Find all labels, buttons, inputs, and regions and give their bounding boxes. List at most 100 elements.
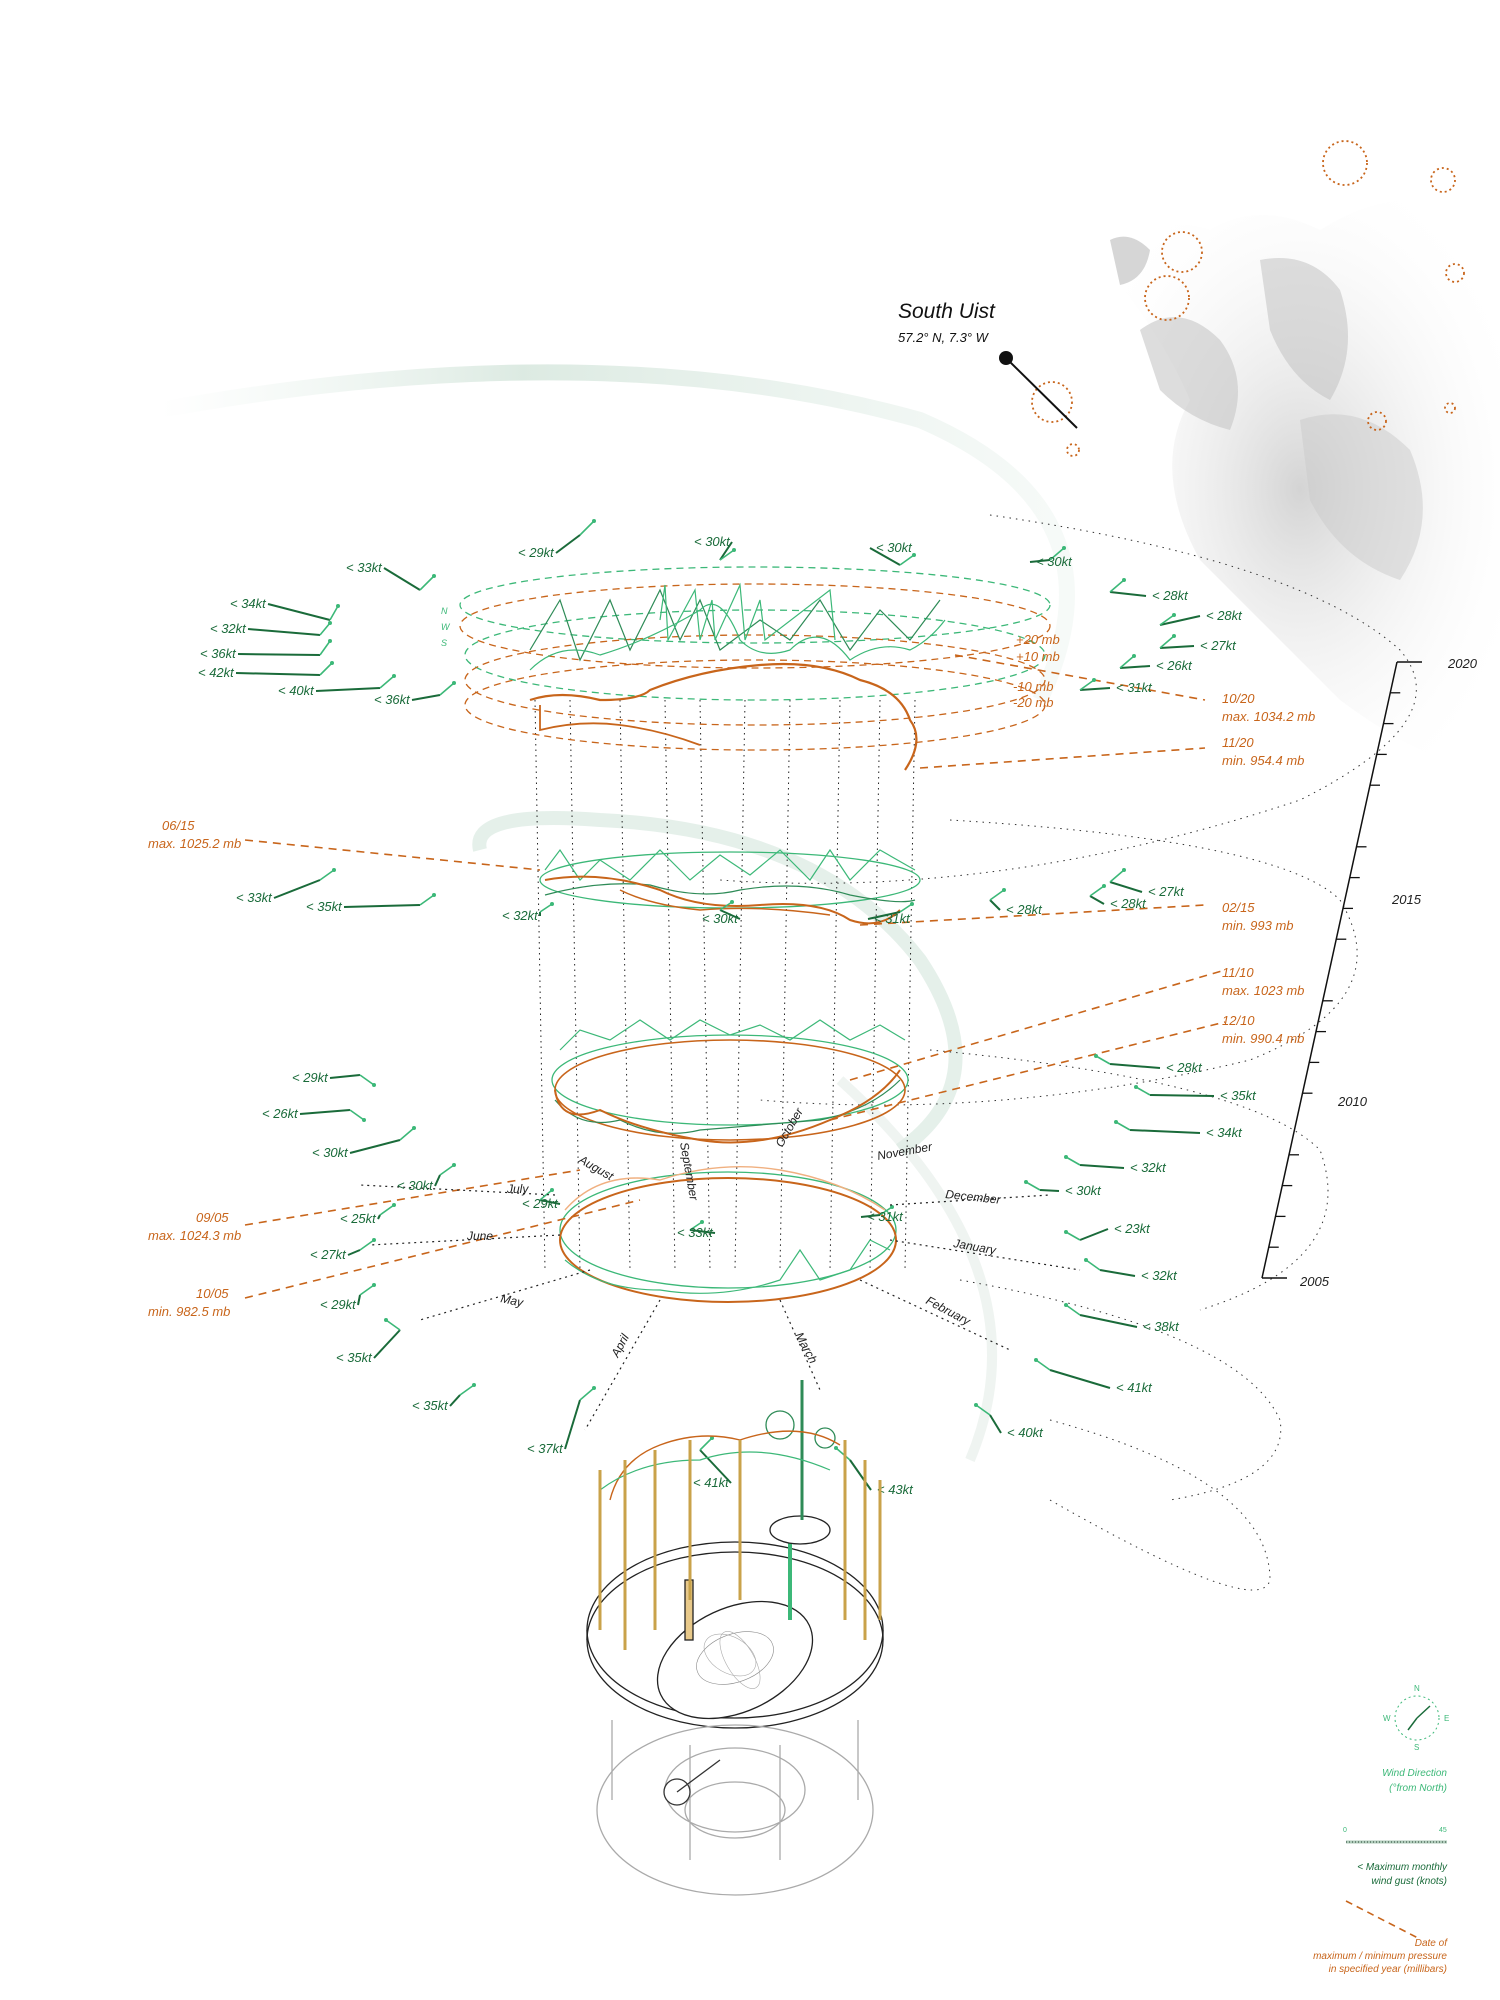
- wind-arrow-head: [1034, 1358, 1038, 1362]
- ring-2015: [539, 848, 921, 925]
- month-label-december: December: [945, 1187, 1003, 1207]
- gust-label: < 27kt: [1148, 884, 1185, 899]
- gust-bar: [989, 1414, 1002, 1434]
- location-coords: 57.2° N, 7.3° W: [898, 330, 990, 345]
- gust-label: < 30kt: [702, 911, 739, 926]
- legend-compass-icon: [1394, 1695, 1440, 1741]
- gust-bar: [1049, 1369, 1111, 1389]
- wind-arrow-head: [432, 893, 436, 897]
- gust-bar: [867, 911, 901, 920]
- pressure-value-6: min. 990.4 mb: [1222, 1031, 1304, 1046]
- wind-arrow-head: [1134, 1085, 1138, 1089]
- gust-label: < 41kt: [693, 1475, 730, 1490]
- gust-label: < 29kt: [522, 1196, 559, 1211]
- gust-label: < 28kt: [1152, 588, 1189, 603]
- gust-label: < 25kt: [340, 1211, 377, 1226]
- month-label-october: October: [772, 1105, 806, 1150]
- gust-bar: [267, 603, 331, 621]
- gust-label: < 27kt: [310, 1247, 347, 1262]
- gust-bar: [434, 1174, 441, 1187]
- wind-direction-arrow: [1119, 655, 1135, 669]
- pressure-date-8: 10/05: [196, 1286, 229, 1301]
- gust-label: < 38kt: [1143, 1319, 1180, 1334]
- gust-bar: [1079, 1314, 1138, 1328]
- wind-direction-arrow: [879, 1206, 893, 1216]
- wind-arrow-head: [452, 1163, 456, 1167]
- gust-bar: [235, 672, 321, 676]
- gust-bar: [1039, 1189, 1060, 1192]
- wind-arrow-head: [1172, 634, 1176, 638]
- wind-direction-arrow: [385, 1319, 401, 1331]
- gust-bar: [1089, 895, 1105, 905]
- wind-arrow-head: [912, 553, 916, 557]
- gust-bar: [1109, 1063, 1161, 1069]
- wind-direction-arrow: [1079, 679, 1095, 691]
- gust-bar: [1079, 1164, 1125, 1169]
- wind-arrow-head: [592, 519, 596, 523]
- pressure-date-7: 09/05: [196, 1210, 229, 1225]
- connector-line: [534, 699, 546, 1271]
- gust-bar: [237, 653, 321, 656]
- legend-compass-n: N: [1414, 1684, 1420, 1693]
- gust-label: < 23kt: [1114, 1221, 1151, 1236]
- pressure-date-3: 06/15: [162, 818, 195, 833]
- gust-label: < 34kt: [1206, 1125, 1243, 1140]
- storm-markers: [1031, 140, 1465, 457]
- year-label-2005: 2005: [1299, 1274, 1330, 1289]
- gust-label: < 28kt: [1166, 1060, 1203, 1075]
- gust-label: < 26kt: [262, 1106, 299, 1121]
- gust-bar: [699, 1449, 732, 1484]
- wind-arrow-head: [592, 1386, 596, 1390]
- ring-2010: [551, 1019, 909, 1144]
- gust-label: < 42kt: [198, 665, 235, 680]
- gust-bar: [383, 567, 421, 591]
- wind-direction-arrow: [1025, 1181, 1041, 1191]
- gust-bar: [1109, 591, 1147, 597]
- gust-label: < 35kt: [336, 1350, 373, 1365]
- pressure-value-4: min. 993 mb: [1222, 918, 1294, 933]
- pressure-value-5: max. 1023 mb: [1222, 983, 1304, 998]
- wind-direction-arrow: [1159, 635, 1175, 649]
- year-axis: [1261, 661, 1422, 1279]
- pressure-date-5: 11/10: [1222, 965, 1254, 980]
- gust-label: < 27kt: [1200, 638, 1237, 653]
- wind-arrow-head: [1062, 546, 1066, 550]
- legend-pressure-sub2: in specified year (millibars): [1329, 1964, 1447, 1975]
- connector-line: [904, 699, 916, 1271]
- pressure-ring-label: -20 mb: [1013, 695, 1053, 710]
- wind-arrow-head: [432, 574, 436, 578]
- pressure-value-2: min. 954.4 mb: [1222, 753, 1304, 768]
- wind-spiral: [158, 364, 1075, 1462]
- gust-bar: [329, 1074, 361, 1079]
- wind-arrow-head: [1024, 1180, 1028, 1184]
- month-label-august: August: [576, 1152, 617, 1184]
- wind-direction-arrow: [719, 901, 733, 911]
- gust-label: < 29kt: [320, 1297, 357, 1312]
- gust-label: < 33kt: [236, 890, 273, 905]
- gust-bar: [411, 694, 441, 701]
- month-label-february: February: [924, 1293, 974, 1328]
- wind-direction-arrow: [579, 1387, 595, 1401]
- ring-compass-n: N: [441, 606, 448, 616]
- pressure-date-2: 11/20: [1222, 735, 1254, 750]
- wind-arrow-head: [372, 1283, 376, 1287]
- gust-label: < 30kt: [694, 534, 731, 549]
- wind-direction-arrow: [459, 1384, 475, 1396]
- connector-line: [869, 699, 881, 1271]
- wind-arrow-head: [336, 604, 340, 608]
- connector-line: [699, 699, 711, 1271]
- wind-arrow-head: [1132, 654, 1136, 658]
- legend-gust-sub: wind gust (knots): [1371, 1876, 1447, 1887]
- wind-arrow-head: [1172, 613, 1176, 617]
- wind-arrow-head: [1092, 678, 1096, 682]
- gust-bar: [1159, 615, 1201, 626]
- wind-direction-arrow: [1089, 885, 1105, 897]
- wind-arrow-head: [392, 1203, 396, 1207]
- wind-arrow-head: [472, 1383, 476, 1387]
- gust-label: < 43kt: [877, 1482, 914, 1497]
- pressure-value-1: max. 1034.2 mb: [1222, 709, 1315, 724]
- pressure-ring-label: -10 mb: [1013, 679, 1053, 694]
- gust-label: < 33kt: [677, 1225, 714, 1240]
- legend-wind-direction: Wind Direction: [1382, 1768, 1447, 1779]
